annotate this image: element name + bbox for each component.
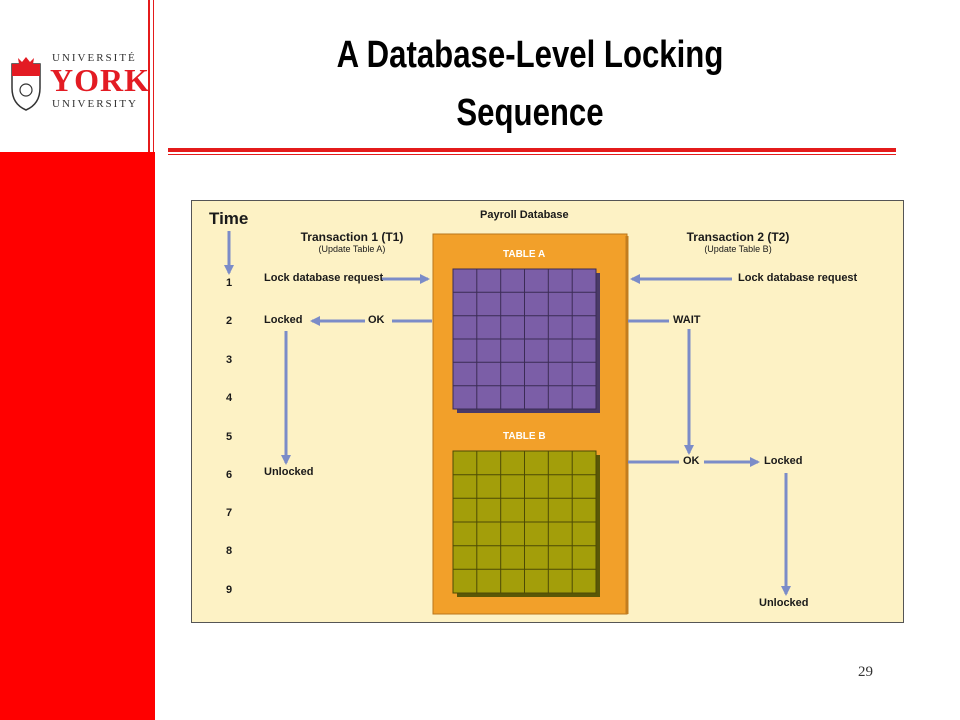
table-a-label: TABLE A (503, 249, 546, 260)
t1-unlocked-label: Unlocked (264, 466, 314, 478)
payroll-database-label: Payroll Database (480, 209, 569, 221)
logo-line-universite: UNIVERSITÉ (52, 52, 137, 64)
t2-subtitle: (Update Table B) (704, 244, 772, 254)
logo-line-york: YORK (50, 62, 150, 98)
left-red-sidebar (0, 152, 155, 720)
t2-unlocked-label: Unlocked (759, 597, 809, 609)
diagram-graphics (224, 231, 791, 615)
flow-arrows (224, 231, 791, 596)
header-divider-line (148, 0, 150, 152)
slide-title-line-1: A Database-Level Locking (336, 34, 724, 76)
t1-subtitle: (Update Table A) (318, 244, 386, 254)
time-step-6: 6 (225, 469, 233, 481)
transaction-2-header: Transaction 2 (T2) (Update Table B) (673, 230, 803, 254)
slide-title-line-2: Sequence (456, 92, 604, 134)
t2-ok-label: OK (683, 455, 700, 467)
crest-icon (11, 57, 41, 111)
time-step-3: 3 (225, 354, 233, 366)
header-divider-line-thin (153, 0, 154, 152)
transaction-1-header: Transaction 1 (T1) (Update Table A) (287, 230, 417, 254)
page-number: 29 (858, 664, 873, 680)
locking-sequence-diagram: Time Payroll Database TABLE A TABLE B Tr… (191, 200, 904, 623)
time-step-8: 8 (225, 545, 233, 557)
t2-wait-label: WAIT (673, 314, 701, 326)
york-university-logo: UNIVERSITÉ YORK UNIVERSITY (6, 50, 149, 116)
title-underline-thick (168, 148, 896, 152)
t2-lock-request-label: Lock database request (738, 272, 858, 284)
t1-lock-request-label: Lock database request (264, 272, 384, 284)
time-step-9: 9 (225, 584, 233, 596)
t2-locked-label: Locked (764, 455, 803, 467)
table-a-grid (452, 268, 600, 413)
slide-title: A Database-Level Locking Sequence (235, 26, 825, 142)
time-step-7: 7 (225, 507, 233, 519)
time-step-4: 4 (225, 392, 233, 404)
t1-locked-label: Locked (264, 314, 303, 326)
time-step-5: 5 (225, 431, 233, 443)
t2-title: Transaction 2 (T2) (686, 230, 790, 244)
time-step-1: 1 (225, 277, 233, 289)
t1-ok-label: OK (368, 314, 385, 326)
table-b-label: TABLE B (503, 431, 546, 442)
t1-title: Transaction 1 (T1) (300, 230, 404, 244)
title-underline-thin (168, 154, 896, 155)
time-axis-label: Time (209, 209, 249, 228)
logo-line-university: UNIVERSITY (52, 98, 138, 110)
time-step-2: 2 (225, 315, 233, 327)
table-b-grid (452, 450, 600, 597)
